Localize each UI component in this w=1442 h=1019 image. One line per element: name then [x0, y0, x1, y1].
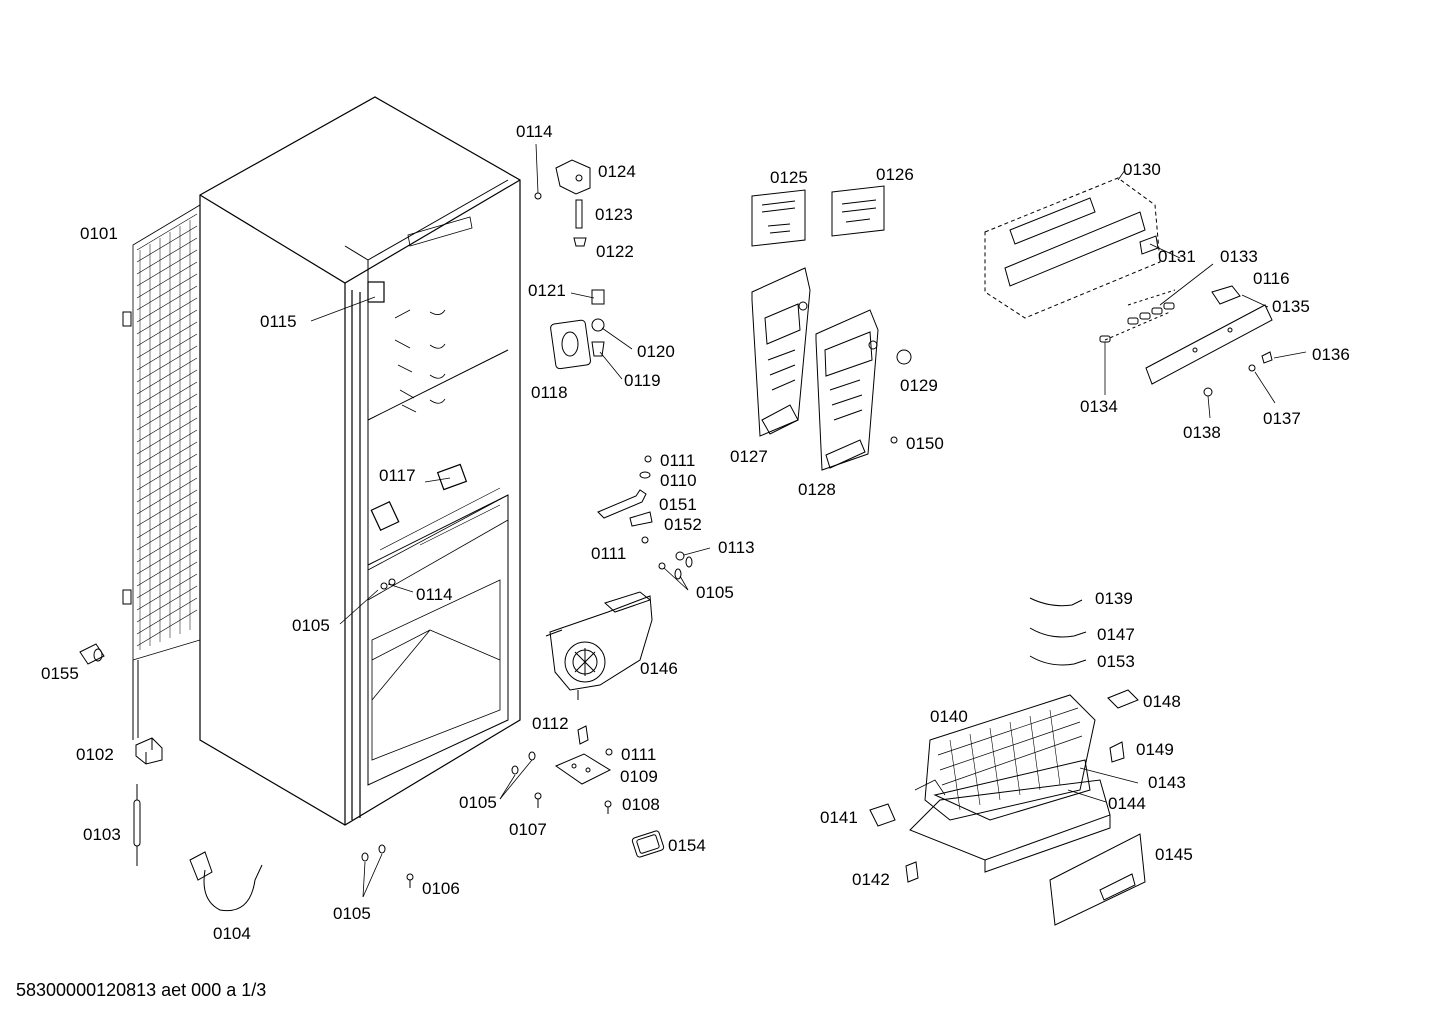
- label-0140: 0140: [930, 707, 968, 726]
- label-0149: 0149: [1136, 740, 1174, 759]
- label-0107: 0107: [509, 820, 547, 839]
- label-0141: 0141: [820, 808, 858, 827]
- label-0124: 0124: [598, 162, 636, 181]
- small-parts-left: [79, 643, 263, 912]
- label-0117: 0117: [379, 466, 416, 485]
- label-0152: 0152: [664, 515, 702, 534]
- label-0116: 0116: [1253, 269, 1290, 288]
- label-0111-a: 0111: [660, 451, 695, 470]
- label-0145: 0145: [1155, 845, 1193, 864]
- control-module: [984, 177, 1273, 397]
- label-0138: 0138: [1183, 423, 1221, 442]
- label-0125: 0125: [770, 168, 808, 187]
- label-0115: 0115: [260, 312, 297, 331]
- label-0110: 0110: [660, 471, 697, 490]
- hinge-parts: [380, 159, 693, 590]
- part-labels: 0101 0102 0103 0104 0105 0105 0105 0105 …: [41, 122, 1350, 943]
- label-0111-b: 0111: [591, 544, 626, 563]
- label-0113: 0113: [718, 538, 755, 557]
- bottom-parts: [361, 725, 665, 888]
- label-0105-c: 0105: [333, 904, 371, 923]
- label-0144: 0144: [1108, 794, 1146, 813]
- label-0101: 0101: [80, 224, 118, 243]
- label-0108: 0108: [622, 795, 660, 814]
- evaporator-assembly: [869, 597, 1146, 926]
- label-0153: 0153: [1097, 652, 1135, 671]
- label-0146: 0146: [640, 659, 678, 678]
- label-0103: 0103: [83, 825, 121, 844]
- label-0106: 0106: [422, 879, 460, 898]
- label-0122: 0122: [596, 242, 634, 261]
- label-0137: 0137: [1263, 409, 1301, 428]
- label-0105-d: 0105: [696, 583, 734, 602]
- control-panels: [751, 185, 912, 471]
- label-0102: 0102: [76, 745, 114, 764]
- label-0135: 0135: [1272, 297, 1310, 316]
- document-footer-code: 58300000120813 aet 000 a 1/3: [16, 980, 267, 1000]
- label-0105-b: 0105: [459, 793, 497, 812]
- label-0139: 0139: [1095, 589, 1133, 608]
- label-0126: 0126: [876, 165, 914, 184]
- label-0136: 0136: [1312, 345, 1350, 364]
- label-0120: 0120: [637, 342, 675, 361]
- label-0111-c: 0111: [621, 745, 656, 764]
- label-0134: 0134: [1080, 397, 1118, 416]
- label-0121: 0121: [528, 281, 566, 300]
- label-0130: 0130: [1123, 160, 1161, 179]
- cabinet-body: [199, 96, 521, 826]
- label-0123: 0123: [595, 205, 633, 224]
- label-0128: 0128: [798, 480, 836, 499]
- condenser-coil: [122, 204, 201, 740]
- label-0148: 0148: [1143, 692, 1181, 711]
- label-0129: 0129: [900, 376, 938, 395]
- label-0155: 0155: [41, 664, 79, 683]
- label-0119: 0119: [624, 371, 661, 390]
- label-0151: 0151: [659, 495, 697, 514]
- label-0114-a: 0114: [516, 122, 553, 141]
- label-0131: 0131: [1158, 247, 1196, 266]
- label-0105-a: 0105: [292, 616, 330, 635]
- label-0142: 0142: [852, 870, 890, 889]
- label-0114-b: 0114: [416, 585, 453, 604]
- label-0109: 0109: [620, 767, 658, 786]
- label-0143: 0143: [1148, 773, 1186, 792]
- leader-lines: [310, 143, 1307, 898]
- label-0118: 0118: [531, 383, 568, 402]
- label-0147: 0147: [1097, 625, 1135, 644]
- label-0154: 0154: [668, 836, 706, 855]
- label-0127: 0127: [730, 447, 768, 466]
- label-0112: 0112: [532, 714, 569, 733]
- fan-unit: [545, 591, 653, 700]
- label-0104: 0104: [213, 924, 251, 943]
- label-0133: 0133: [1220, 247, 1258, 266]
- label-0150: 0150: [906, 434, 944, 453]
